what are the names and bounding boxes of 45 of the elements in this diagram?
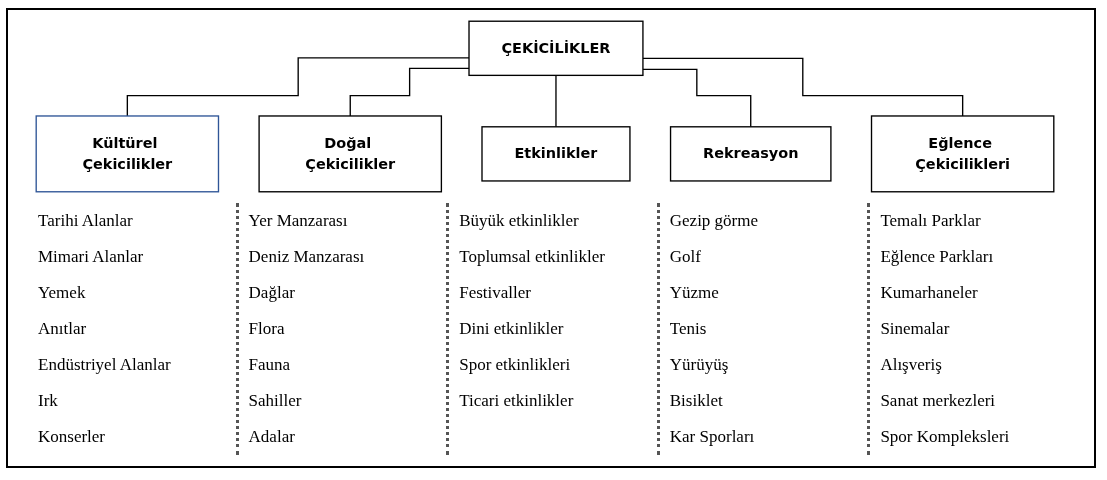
list-item: Irk (38, 390, 58, 412)
list-item: Yemek (38, 282, 86, 304)
list-item: Kumarhaneler (880, 282, 978, 304)
category-box: Doğal Çekicilikler (258, 115, 443, 193)
category-box: Eğlence Çekicilikleri (870, 115, 1055, 193)
list-item: Tenis (669, 318, 707, 340)
connector-line (555, 74, 557, 128)
category-box: Rekreasyon (669, 126, 832, 182)
list-item: Flora (248, 318, 285, 340)
connector-line (349, 67, 470, 117)
list-item: Gezip görme (669, 210, 759, 232)
list-item: Ticari etkinlikler (459, 390, 574, 412)
list-item: Golf (669, 246, 701, 268)
list-item: Konserler (38, 426, 106, 448)
list-item: Tarihi Alanlar (38, 210, 133, 232)
category-box: ÇEKİCİLİKLER (468, 20, 644, 77)
list-item: Büyük etkinlikler (459, 210, 579, 232)
list-item: Toplumsal etkinlikler (459, 246, 605, 268)
list-item: Eğlence Parkları (880, 246, 994, 268)
list-item: Spor Kompleksleri (880, 426, 1010, 448)
list-item: Temalı Parklar (880, 210, 981, 232)
list-item: Spor etkinlikleri (459, 354, 571, 376)
list-item: Bisiklet (669, 390, 723, 412)
category-box: Kültürel Çekicilikler (35, 115, 220, 193)
list-item: Yüzme (669, 282, 719, 304)
list-item: Endüstriyel Alanlar (38, 354, 171, 376)
category-box: Etkinlikler (481, 126, 631, 182)
list-item: Alışveriş (880, 354, 942, 376)
list-item: Yer Manzarası (248, 210, 348, 232)
list-item: Dağlar (248, 282, 295, 304)
list-item: Dini etkinlikler (459, 318, 564, 340)
list-item: Kar Sporları (669, 426, 755, 448)
list-item: Fauna (248, 354, 291, 376)
list-item: Festivaller (459, 282, 531, 304)
list-item: Mimari Alanlar (38, 246, 144, 268)
connector-line (126, 57, 470, 117)
connector-line (642, 68, 752, 128)
list-item: Sahiller (248, 390, 302, 412)
list-item: Adalar (248, 426, 295, 448)
list-item: Sanat merkezleri (880, 390, 996, 412)
connector-line (642, 57, 964, 117)
list-item: Anıtlar (38, 318, 87, 340)
list-item: Deniz Manzarası (248, 246, 365, 268)
list-item: Yürüyüş (669, 354, 729, 376)
list-item: Sinemalar (880, 318, 950, 340)
